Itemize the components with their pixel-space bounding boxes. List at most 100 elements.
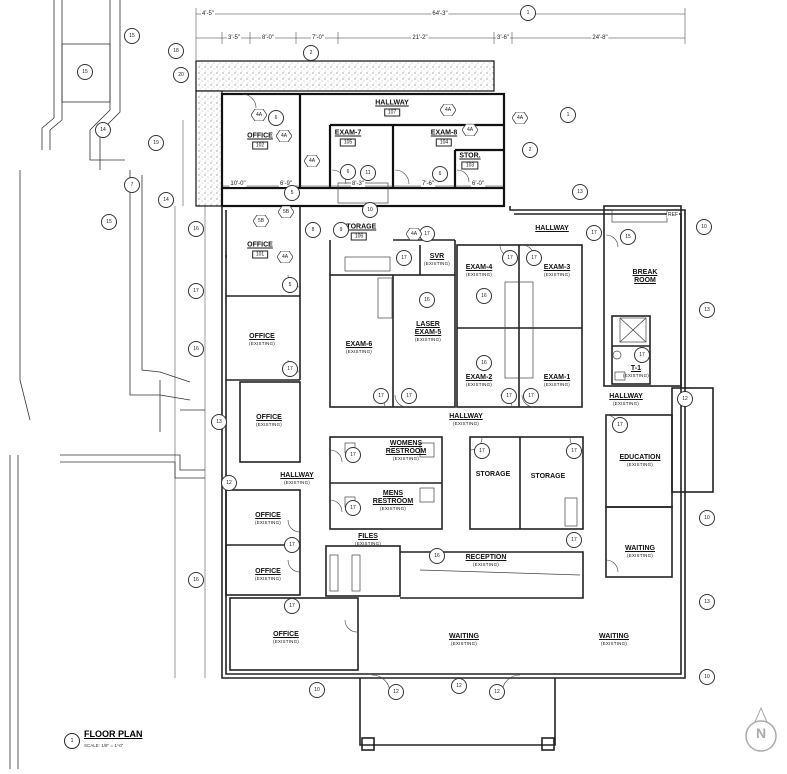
- keynote-tag: 13: [211, 414, 227, 430]
- room-label-office-sw2: OFFICE(EXISTING): [254, 568, 282, 581]
- keynote-tag: 17: [284, 537, 300, 553]
- dimension-label: 4'-5": [201, 11, 215, 17]
- keynote-tag: 17: [612, 417, 628, 433]
- section-marker: 4A: [251, 109, 267, 121]
- keynote-tag: 15: [620, 229, 636, 245]
- site-lines: [9, 0, 205, 769]
- section-marker: 4A: [440, 104, 456, 116]
- keynote-tag: 17: [345, 500, 361, 516]
- keynote-tag: 9: [333, 222, 349, 238]
- keynote-tag: 17: [566, 532, 582, 548]
- room-label-break-room: BREAK ROOM: [632, 269, 658, 284]
- room-label-office-sw1: OFFICE(EXISTING): [254, 512, 282, 525]
- keynote-tag: 10: [696, 219, 712, 235]
- room-label-storage-a: STORAGE: [475, 471, 511, 478]
- keynote-tag: 15: [77, 64, 93, 80]
- dimension-label: 10'-0": [229, 181, 247, 187]
- room-label-t-1: T-1(EXISTING): [622, 365, 650, 378]
- dimension-label: 6'-9": [279, 181, 293, 187]
- room-label-files: FILES(EXISTING): [354, 533, 382, 546]
- keynote-tag: 17: [401, 388, 417, 404]
- room-label-hallway-west: HALLWAY(EXISTING): [280, 472, 314, 485]
- keynote-tag: 1: [560, 107, 576, 123]
- room-label-exam-2: EXAM-2(EXISTING): [465, 374, 493, 387]
- keynote-tag: 14: [95, 122, 111, 138]
- section-marker: 5B: [253, 215, 269, 227]
- room-label-exam-1: EXAM-1(EXISTING): [543, 374, 571, 387]
- room-label-hallway-north: HALLWAY: [535, 225, 569, 232]
- keynote-tag: 15: [124, 28, 140, 44]
- dimension-label: 7'-0": [311, 35, 325, 41]
- keynote-tag: 17: [373, 388, 389, 404]
- room-label-hallway-central: HALLWAY(EXISTING): [449, 413, 483, 426]
- keynote-tag: 1: [520, 5, 536, 21]
- keynote-tag: 7: [124, 177, 140, 193]
- section-marker: 4A: [406, 228, 422, 240]
- room-label-waiting-southeast: WAITING(EXISTING): [599, 633, 629, 646]
- room-label-office-west: OFFICE(EXISTING): [248, 333, 276, 346]
- dimension-label: 6'-0": [471, 181, 485, 187]
- keynote-tag: 10: [699, 669, 715, 685]
- room-label-reception: RECEPTION(EXISTING): [465, 554, 507, 567]
- west-planter-wall: [195, 90, 223, 207]
- north-letter: N: [755, 725, 767, 741]
- room-label-mens-restroom: MENS RESTROOM(EXISTING): [372, 490, 414, 511]
- room-label-office-south: OFFICE(EXISTING): [272, 631, 300, 644]
- drawing-scale: SCALE: 1/8" = 1'-0": [84, 743, 124, 748]
- keynote-tag: 17: [523, 388, 539, 404]
- room-label-office-mid: OFFICE(EXISTING): [255, 414, 283, 427]
- keynote-tag: 16: [476, 355, 492, 371]
- keynote-tag: 13: [699, 594, 715, 610]
- keynote-tag: 17: [586, 225, 602, 241]
- keynote-tag: 17: [188, 283, 204, 299]
- keynote-tag: 16: [188, 341, 204, 357]
- keynote-tag: 16: [476, 288, 492, 304]
- keynote-tag: 10: [309, 682, 325, 698]
- keynote-tag: 17: [634, 347, 650, 363]
- drawing-title: FLOOR PLAN: [84, 729, 143, 739]
- keynote-tag: 18: [168, 43, 184, 59]
- room-label-storage-b: STORAGE: [530, 473, 566, 480]
- keynote-tag: 19: [148, 135, 164, 151]
- dimension-label: 7'-6": [421, 181, 435, 187]
- keynote-tag: 16: [429, 548, 445, 564]
- keynote-tag: 17: [396, 250, 412, 266]
- keynote-tag: 17: [474, 443, 490, 459]
- dimension-label: 64'-3": [431, 11, 449, 17]
- keynote-tag: 6: [268, 110, 284, 126]
- keynote-tag: 5: [282, 277, 298, 293]
- room-label-womens-restroom: WOMENS RESTROOM(EXISTING): [385, 440, 427, 461]
- dimension-label: 3'-5": [227, 35, 241, 41]
- room-label-laser-exam-5: LASER EXAM-5(EXISTING): [414, 321, 442, 342]
- keynote-tag: 14: [158, 192, 174, 208]
- keynote-tag: 16: [188, 221, 204, 237]
- dimension-label: 8'-0": [261, 35, 275, 41]
- keynote-tag: 12: [489, 684, 505, 700]
- keynote-tag: 16: [419, 292, 435, 308]
- keynote-tag: 17: [284, 598, 300, 614]
- room-label-hallway-east: HALLWAY(EXISTING): [609, 393, 643, 406]
- keynote-tag: 13: [699, 302, 715, 318]
- keynote-tag: 17: [502, 250, 518, 266]
- ref-label: REF: [667, 212, 679, 218]
- keynote-tag: 20: [173, 67, 189, 83]
- section-marker: 5B: [278, 206, 294, 218]
- keynote-tag: 17: [526, 250, 542, 266]
- north-planter-wall: [195, 60, 495, 92]
- room-label-exam-6: EXAM-6(EXISTING): [345, 341, 373, 354]
- keynote-tag: 13: [572, 184, 588, 200]
- drawing-number-circle: 1: [64, 733, 80, 749]
- dimension-label: 8'-3": [351, 181, 365, 187]
- room-label-exam-3: EXAM-3(EXISTING): [543, 264, 571, 277]
- section-marker: 4A: [462, 124, 478, 136]
- keynote-tag: 17: [501, 388, 517, 404]
- keynote-tag: 12: [451, 678, 467, 694]
- section-marker: 4A: [304, 155, 320, 167]
- keynote-tag: 10: [362, 202, 378, 218]
